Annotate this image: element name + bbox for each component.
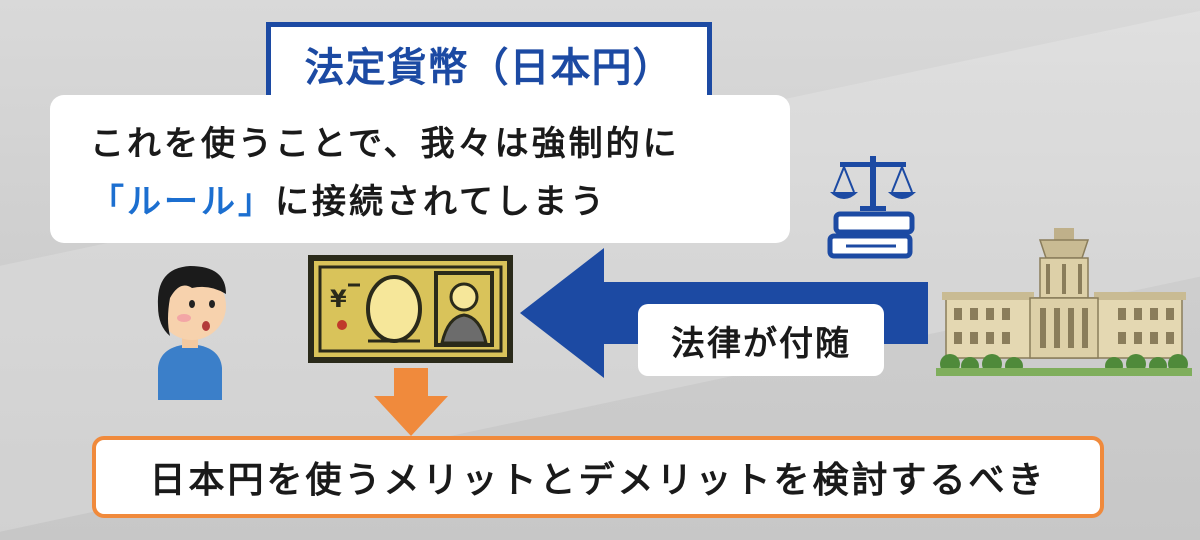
law-label: 法律が付随	[638, 304, 884, 376]
building-wing-left-roof	[942, 292, 1034, 300]
banknote-dot	[337, 320, 347, 330]
person-mouth	[202, 321, 210, 331]
diet-building-icon	[936, 228, 1192, 376]
scale-pan-left	[830, 192, 858, 199]
person-hair	[157, 266, 226, 336]
scale-string-right-1	[891, 166, 903, 193]
scale-pan-right	[888, 192, 916, 199]
building-tower-cols-mid	[1062, 264, 1066, 294]
book-top	[833, 211, 915, 235]
conclusion-text: 日本円を使うメリットとデメリットを検討するべき	[149, 460, 1047, 501]
page-title-text: 法定貨幣（日本円）	[304, 45, 674, 91]
scale-string-right-2	[901, 166, 913, 193]
person-cheek	[177, 314, 191, 322]
building-spire	[1054, 228, 1074, 240]
scale-string-left-2	[843, 166, 855, 193]
yen-symbol: ¥	[330, 285, 347, 313]
law-label-text: 法律が付随	[671, 323, 851, 364]
bubble-line-1: これを使うことで、我々は強制的に	[90, 124, 680, 164]
scale-pillar	[870, 156, 876, 208]
banknote-watermark-oval	[366, 275, 422, 343]
banknote-portrait-body	[440, 313, 488, 345]
arrow-down-shape	[374, 368, 448, 436]
arrow-down-icon	[374, 368, 448, 436]
person-body	[158, 344, 222, 400]
bubble-line-2: 「ルール」に接続されてしまう	[90, 173, 770, 231]
scale-base	[860, 206, 886, 211]
scale-beam	[840, 162, 906, 167]
banknote-inner-frame	[318, 265, 503, 353]
building-wing-right-roof	[1094, 292, 1186, 300]
building-tower-roof	[1038, 239, 1090, 259]
person-eye-right	[209, 300, 215, 308]
banknote-portrait-head	[449, 282, 479, 312]
scale-string-left-1	[833, 166, 845, 193]
person-illustration	[157, 266, 226, 400]
conclusion-box: 日本円を使うメリットとデメリットを検討するべき	[92, 436, 1104, 518]
page-title: 法定貨幣（日本円）	[266, 22, 712, 106]
banknote-icon: ¥	[308, 255, 513, 363]
person-eye-left	[189, 300, 195, 308]
building-tower-cols-left	[1046, 264, 1050, 294]
building-tower-cols-right	[1078, 264, 1082, 294]
speech-bubble: これを使うことで、我々は強制的に 「ルール」に接続されてしまう	[50, 95, 790, 243]
building-ground	[936, 368, 1192, 376]
building-windows	[954, 308, 1174, 348]
rule-highlight: 「ルール」	[90, 182, 275, 222]
bubble-line-2-rest: に接続されてしまう	[275, 182, 607, 222]
scale-of-justice-icon	[827, 156, 916, 259]
